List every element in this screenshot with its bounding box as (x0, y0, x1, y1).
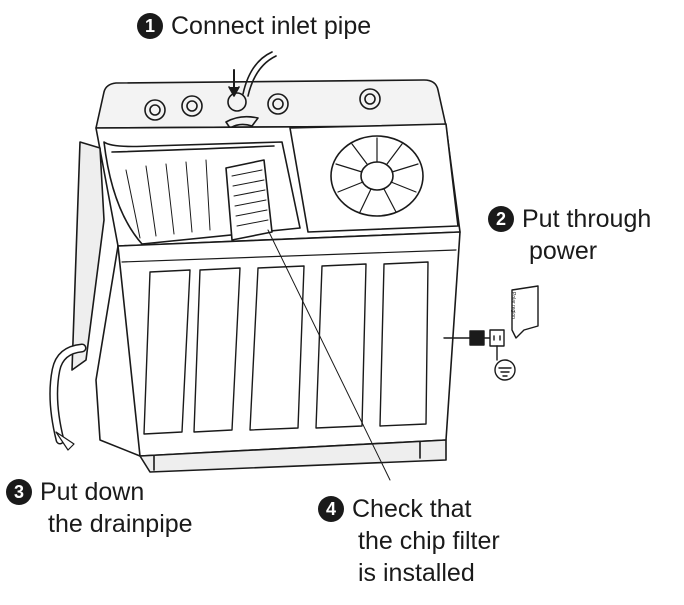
step-1-label: 1 Connect inlet pipe (137, 10, 371, 42)
inlet-connector (225, 51, 277, 129)
step-3-text-line-1: Put down (40, 478, 145, 506)
step-4-text-line-2: the chip filter (358, 527, 500, 555)
power-plug-assembly (443, 285, 539, 381)
chip-filter (225, 159, 273, 241)
step-1-number: 1 (137, 13, 163, 39)
drain-pipe (49, 343, 87, 451)
front-panels (143, 261, 429, 435)
control-panel (95, 79, 447, 129)
socket-tag-text: Polar region (510, 292, 516, 319)
step-2-text-line-2: power (529, 237, 598, 265)
step-4-text-line-3: is installed (358, 559, 475, 587)
step-4-text-line-1: Check that (352, 495, 472, 523)
socket-label-tag (511, 285, 539, 339)
control-knobs (144, 88, 381, 121)
cabinet-front (117, 231, 461, 457)
step-2-number: 2 (488, 206, 514, 232)
step-2-label: 2 Put through power (488, 203, 651, 267)
step-3-text-line-2: the drainpipe (48, 510, 193, 538)
step-3-number: 3 (6, 479, 32, 505)
step-1-text: Connect inlet pipe (171, 12, 372, 40)
tub-ribs (125, 159, 211, 239)
step-4-label: 4 Check that the chip filter is installed (318, 493, 500, 589)
step-2-text-line-1: Put through (522, 205, 652, 233)
washing-machine (71, 51, 461, 473)
filter-leader-line (267, 229, 391, 481)
step-4-number: 4 (318, 496, 344, 522)
spin-cover-vent (330, 135, 424, 217)
step-3-label: 3 Put down the drainpipe (6, 476, 193, 540)
